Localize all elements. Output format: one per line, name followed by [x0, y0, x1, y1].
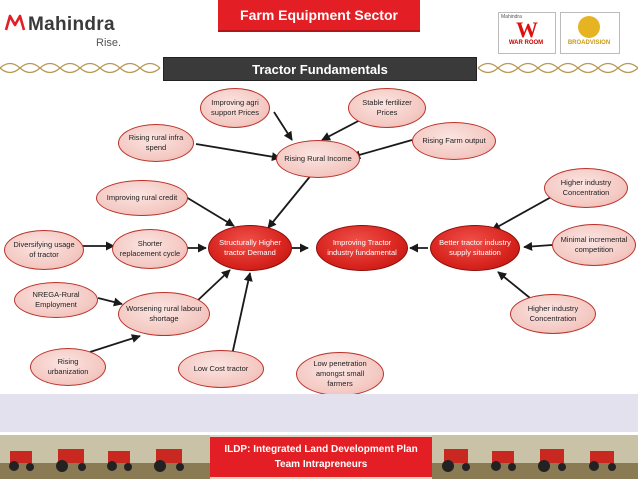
- node-higher-industry-concentration-bottom: Higher industry Concentration: [510, 294, 596, 334]
- node-shorter-replacement: Shorter replacement cycle: [112, 229, 188, 269]
- node-low-penetration: Low penetration amongst small farmers: [296, 352, 384, 396]
- arrow-minimal-to-better: [523, 241, 553, 251]
- node-better-supply-situation: Better tractor industry supply situation: [430, 225, 520, 271]
- arrow-conc2-to-better: [497, 271, 531, 299]
- arrow-conc1-to-better: [491, 195, 554, 231]
- footer-line-2: Team Intrapreneurs: [274, 459, 368, 470]
- footer-line-1: ILDP: Integrated Land Development Plan: [224, 444, 418, 455]
- node-low-cost-tractor: Low Cost tractor: [178, 350, 264, 388]
- node-nrega: NREGA-Rural Employment: [14, 282, 98, 318]
- node-worsening-labour: Worsening rural labour shortage: [118, 292, 210, 336]
- war-room-logo-text: WAR ROOM: [508, 40, 544, 46]
- node-improving-fundamental: Improving Tractor industry fundamental: [316, 225, 408, 271]
- bottom-bar: [0, 394, 638, 432]
- arrow-worsening-to-demand: [195, 269, 231, 303]
- sector-title: Farm Equipment Sector: [218, 0, 420, 32]
- broadvision-logo-text: BROADVISION: [567, 40, 611, 46]
- arrow-nrega-to-worsening: [97, 297, 123, 307]
- node-structurally-higher-demand: Structurally Higher tractor Demand: [208, 225, 292, 271]
- node-diversifying-usage: Diversifying usage of tractor: [4, 230, 84, 270]
- war-room-logo-letter: W: [516, 17, 538, 42]
- node-improving-rural-credit: Improving rural credit: [96, 180, 188, 216]
- mahindra-logo-icon: [4, 14, 26, 31]
- node-improving-agri-support: Improving agri support Prices: [200, 88, 270, 128]
- node-minimal-competition: Minimal incremental competition: [552, 224, 636, 266]
- footer-title: ILDP: Integrated Land Development Plan T…: [210, 437, 432, 477]
- arrow-credit-to-demand: [185, 196, 235, 227]
- node-rising-urbanization: Rising urbanization: [30, 348, 106, 386]
- brand-tagline: Rise.: [96, 37, 122, 49]
- arrow-agri-to-income: [273, 111, 293, 141]
- node-rising-farm-output: Rising Farm output: [412, 122, 496, 160]
- tractor-photos: [0, 435, 638, 479]
- brand-name: Mahindra: [28, 14, 115, 35]
- node-stable-fertilizer: Stable fertilizer Prices: [348, 88, 426, 128]
- vine-ornament: [0, 62, 638, 74]
- broadvision-emblem-icon: [578, 16, 600, 38]
- arrow-fert-to-income: [321, 117, 365, 141]
- arrow-lowcost-to-demand: [231, 272, 253, 356]
- node-rising-rural-infra: Rising rural infra spend: [118, 124, 194, 162]
- war-room-logo: [498, 12, 556, 54]
- arrow-farm-to-income: [351, 139, 413, 160]
- arrow-infra-to-income: [195, 143, 281, 162]
- node-higher-industry-concentration-top: Higher industry Concentration: [544, 168, 628, 208]
- arrow-urban-to-worsening: [89, 334, 141, 353]
- slide-title: Tractor Fundamentals: [163, 57, 477, 81]
- arrow-income-to-demand: [267, 173, 313, 229]
- node-rising-rural-income: Rising Rural Income: [276, 140, 360, 178]
- war-room-logo-top: Mahindra: [501, 14, 522, 20]
